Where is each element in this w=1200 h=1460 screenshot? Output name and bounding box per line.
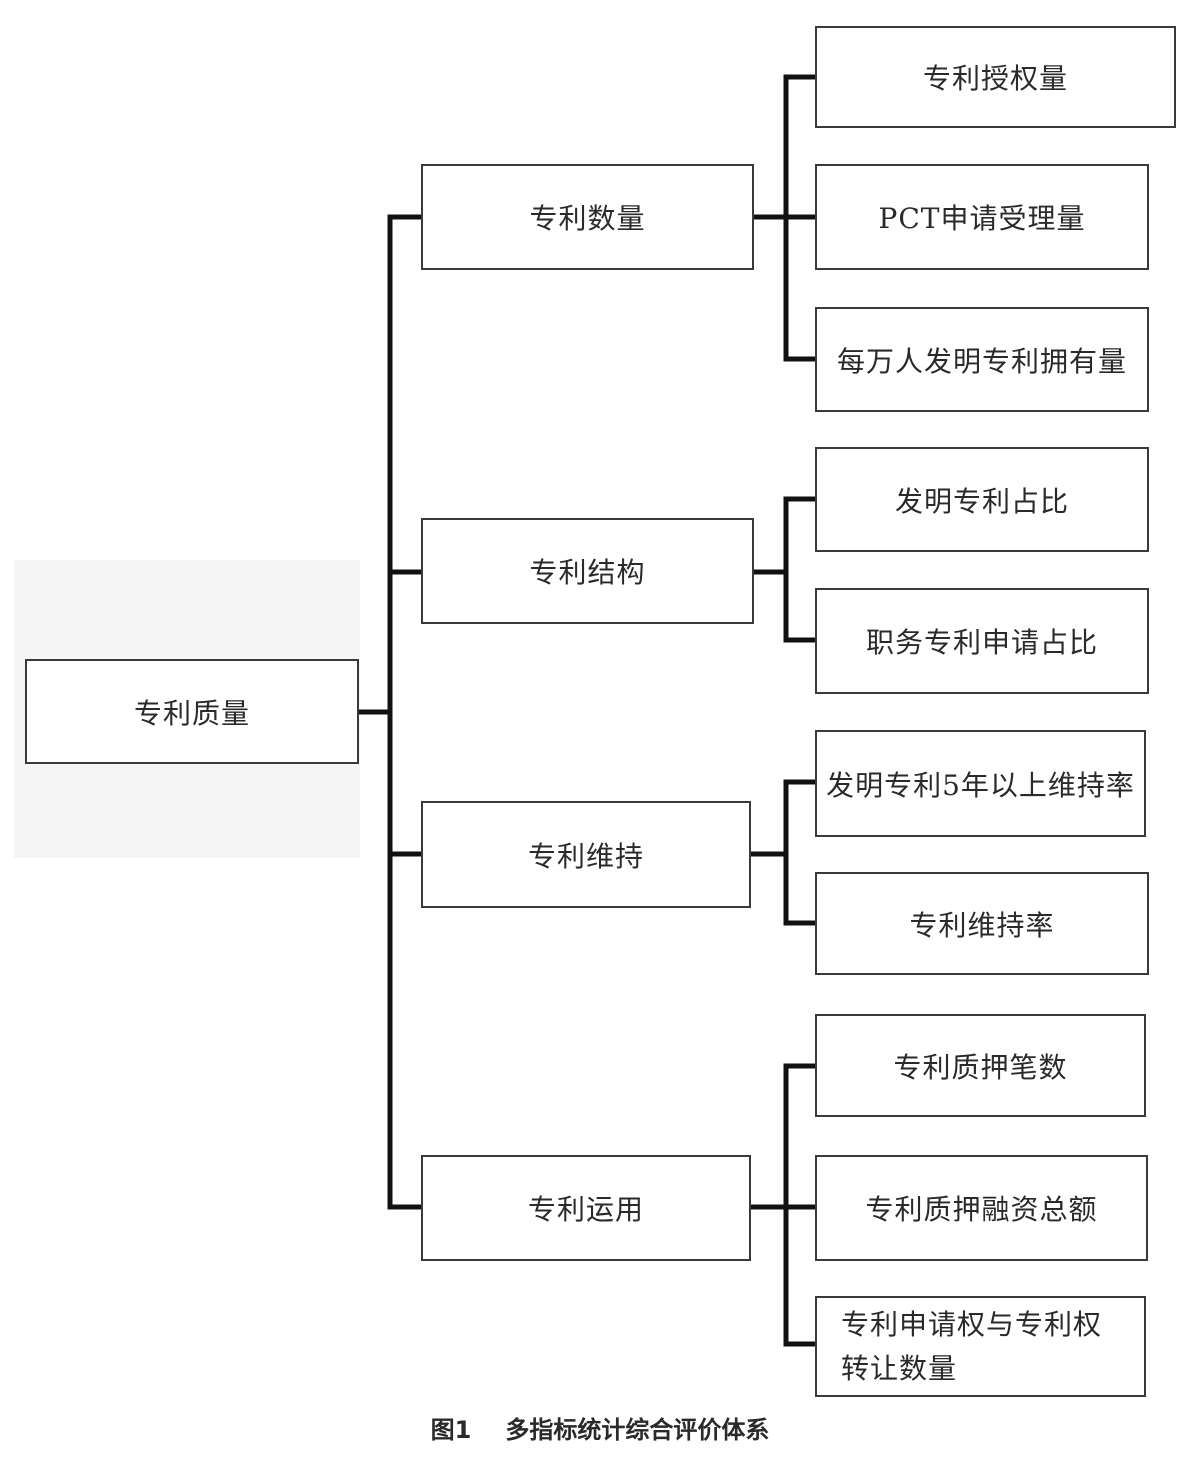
indicator-label: 专利申请权与专利权转让数量 — [841, 1307, 1103, 1385]
category-node-utilization: 专利运用 — [421, 1155, 751, 1261]
category-label: 专利结构 — [529, 556, 646, 589]
figure-title: 多指标统计综合评价体系 — [505, 1416, 770, 1444]
category-node-quantity: 专利数量 — [421, 164, 754, 270]
indicator-node: 发明专利5年以上维持率 — [815, 730, 1146, 837]
indicator-node: 专利质押融资总额 — [815, 1155, 1148, 1261]
root-node: 专利质量 — [25, 659, 359, 764]
indicator-node: 专利质押笔数 — [815, 1014, 1146, 1117]
indicator-node: 每万人发明专利拥有量 — [815, 307, 1149, 412]
indicator-node: PCT申请受理量 — [815, 164, 1149, 270]
category-label: 专利数量 — [529, 202, 646, 235]
indicator-node: 发明专利占比 — [815, 447, 1149, 552]
figure-caption: 图1 多指标统计综合评价体系 — [0, 1410, 1200, 1445]
indicator-label: 职务专利申请占比 — [865, 626, 1098, 659]
indicator-label: 发明专利占比 — [894, 484, 1069, 518]
indicator-label: 专利授权量 — [922, 62, 1068, 95]
indicator-node: 专利授权量 — [815, 26, 1176, 128]
indicator-label: 专利质押笔数 — [893, 1050, 1068, 1084]
category-node-maintenance: 专利维持 — [421, 801, 751, 908]
indicator-label: 每万人发明专利拥有量 — [836, 344, 1127, 378]
indicator-node: 专利维持率 — [815, 872, 1149, 975]
indicator-label: 专利质押融资总额 — [865, 1193, 1098, 1226]
indicator-label: PCT申请受理量 — [878, 202, 1086, 235]
indicator-node: 专利申请权与专利权转让数量 — [815, 1296, 1146, 1397]
figure-number: 图1 — [430, 1416, 472, 1444]
category-node-structure: 专利结构 — [421, 518, 754, 624]
root-node-label: 专利质量 — [133, 696, 250, 730]
category-label: 专利运用 — [527, 1193, 644, 1226]
category-label: 专利维持 — [527, 839, 644, 873]
indicator-label: 发明专利5年以上维持率 — [826, 768, 1135, 802]
indicator-label: 专利维持率 — [909, 908, 1055, 942]
indicator-node: 职务专利申请占比 — [815, 588, 1149, 694]
